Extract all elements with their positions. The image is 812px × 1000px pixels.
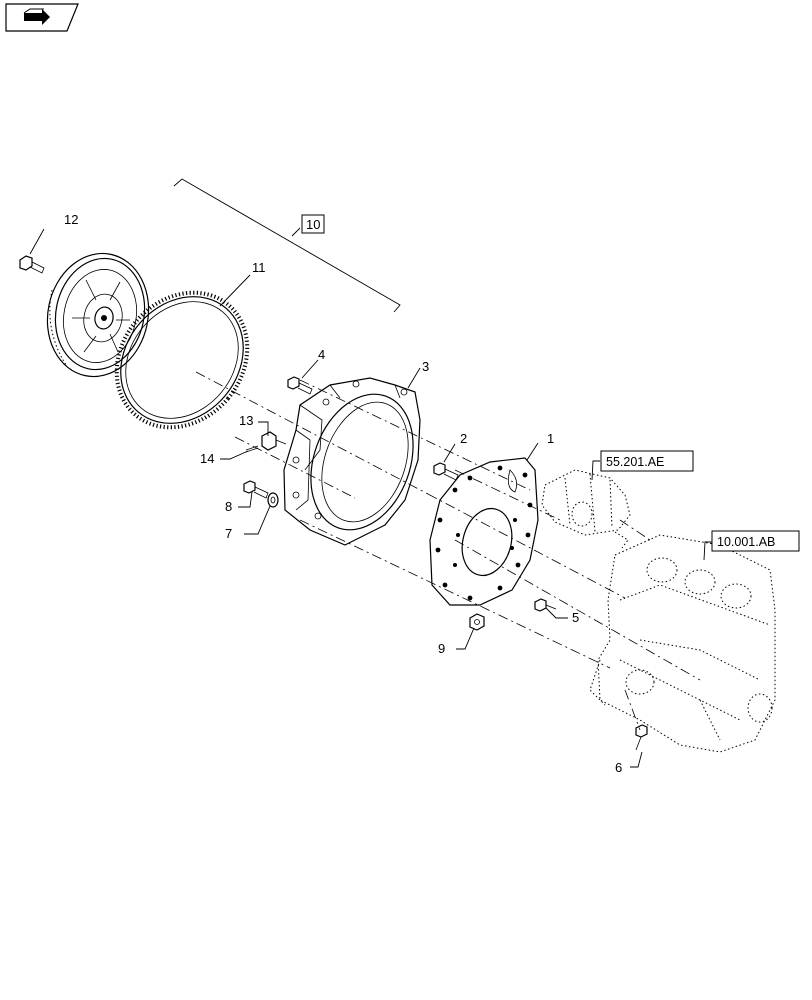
callout-8: 8: [225, 499, 232, 514]
assembly-bracket: [173, 178, 401, 313]
engine-block: [589, 534, 776, 753]
engine-bolt-6: [635, 724, 648, 751]
callout-14: 14: [200, 451, 214, 466]
callout-numbers: 12 11 4 3 1 2 13 14 8 7 5 9 6: [64, 212, 622, 775]
nut: [469, 613, 485, 631]
callout-7: 7: [225, 526, 232, 541]
ref-starter-label: 55.201.AE: [606, 455, 664, 469]
callout-11: 11: [252, 260, 266, 275]
callout-9: 9: [438, 641, 445, 656]
flywheel-housing: [283, 377, 421, 546]
ref-engine-box[interactable]: 10.001.AB: [711, 530, 800, 552]
nav-arrow-icon[interactable]: [5, 3, 79, 32]
alignment-lines: [195, 371, 701, 731]
flywheel: [46, 252, 150, 378]
callout-1: 1: [547, 431, 554, 446]
ring-gear: [114, 290, 250, 430]
ref-engine-label: 10.001.AB: [717, 535, 775, 549]
callout-3: 3: [422, 359, 429, 374]
adapter-plate: [429, 457, 539, 606]
callout-6: 6: [615, 760, 622, 775]
leader-lines: [29, 228, 712, 768]
callout-10: 10: [306, 217, 320, 232]
washer: [267, 492, 279, 508]
callout-4: 4: [318, 347, 325, 362]
starter-motor: [541, 469, 631, 549]
ref-starter-box[interactable]: 55.201.AE: [600, 450, 694, 472]
callout-12: 12: [64, 212, 78, 227]
flywheel-bolt: [19, 255, 45, 274]
housing-bolt-8: [243, 480, 269, 499]
plug-fitting: [261, 431, 287, 451]
housing-bolt-4: [287, 376, 313, 395]
plate-bolt-5: [534, 598, 557, 612]
callout-2: 2: [460, 431, 467, 446]
callout-10-box[interactable]: 10: [301, 214, 325, 234]
callout-13: 13: [239, 413, 253, 428]
callout-5: 5: [572, 610, 579, 625]
plate-bolt-2: [433, 462, 459, 481]
